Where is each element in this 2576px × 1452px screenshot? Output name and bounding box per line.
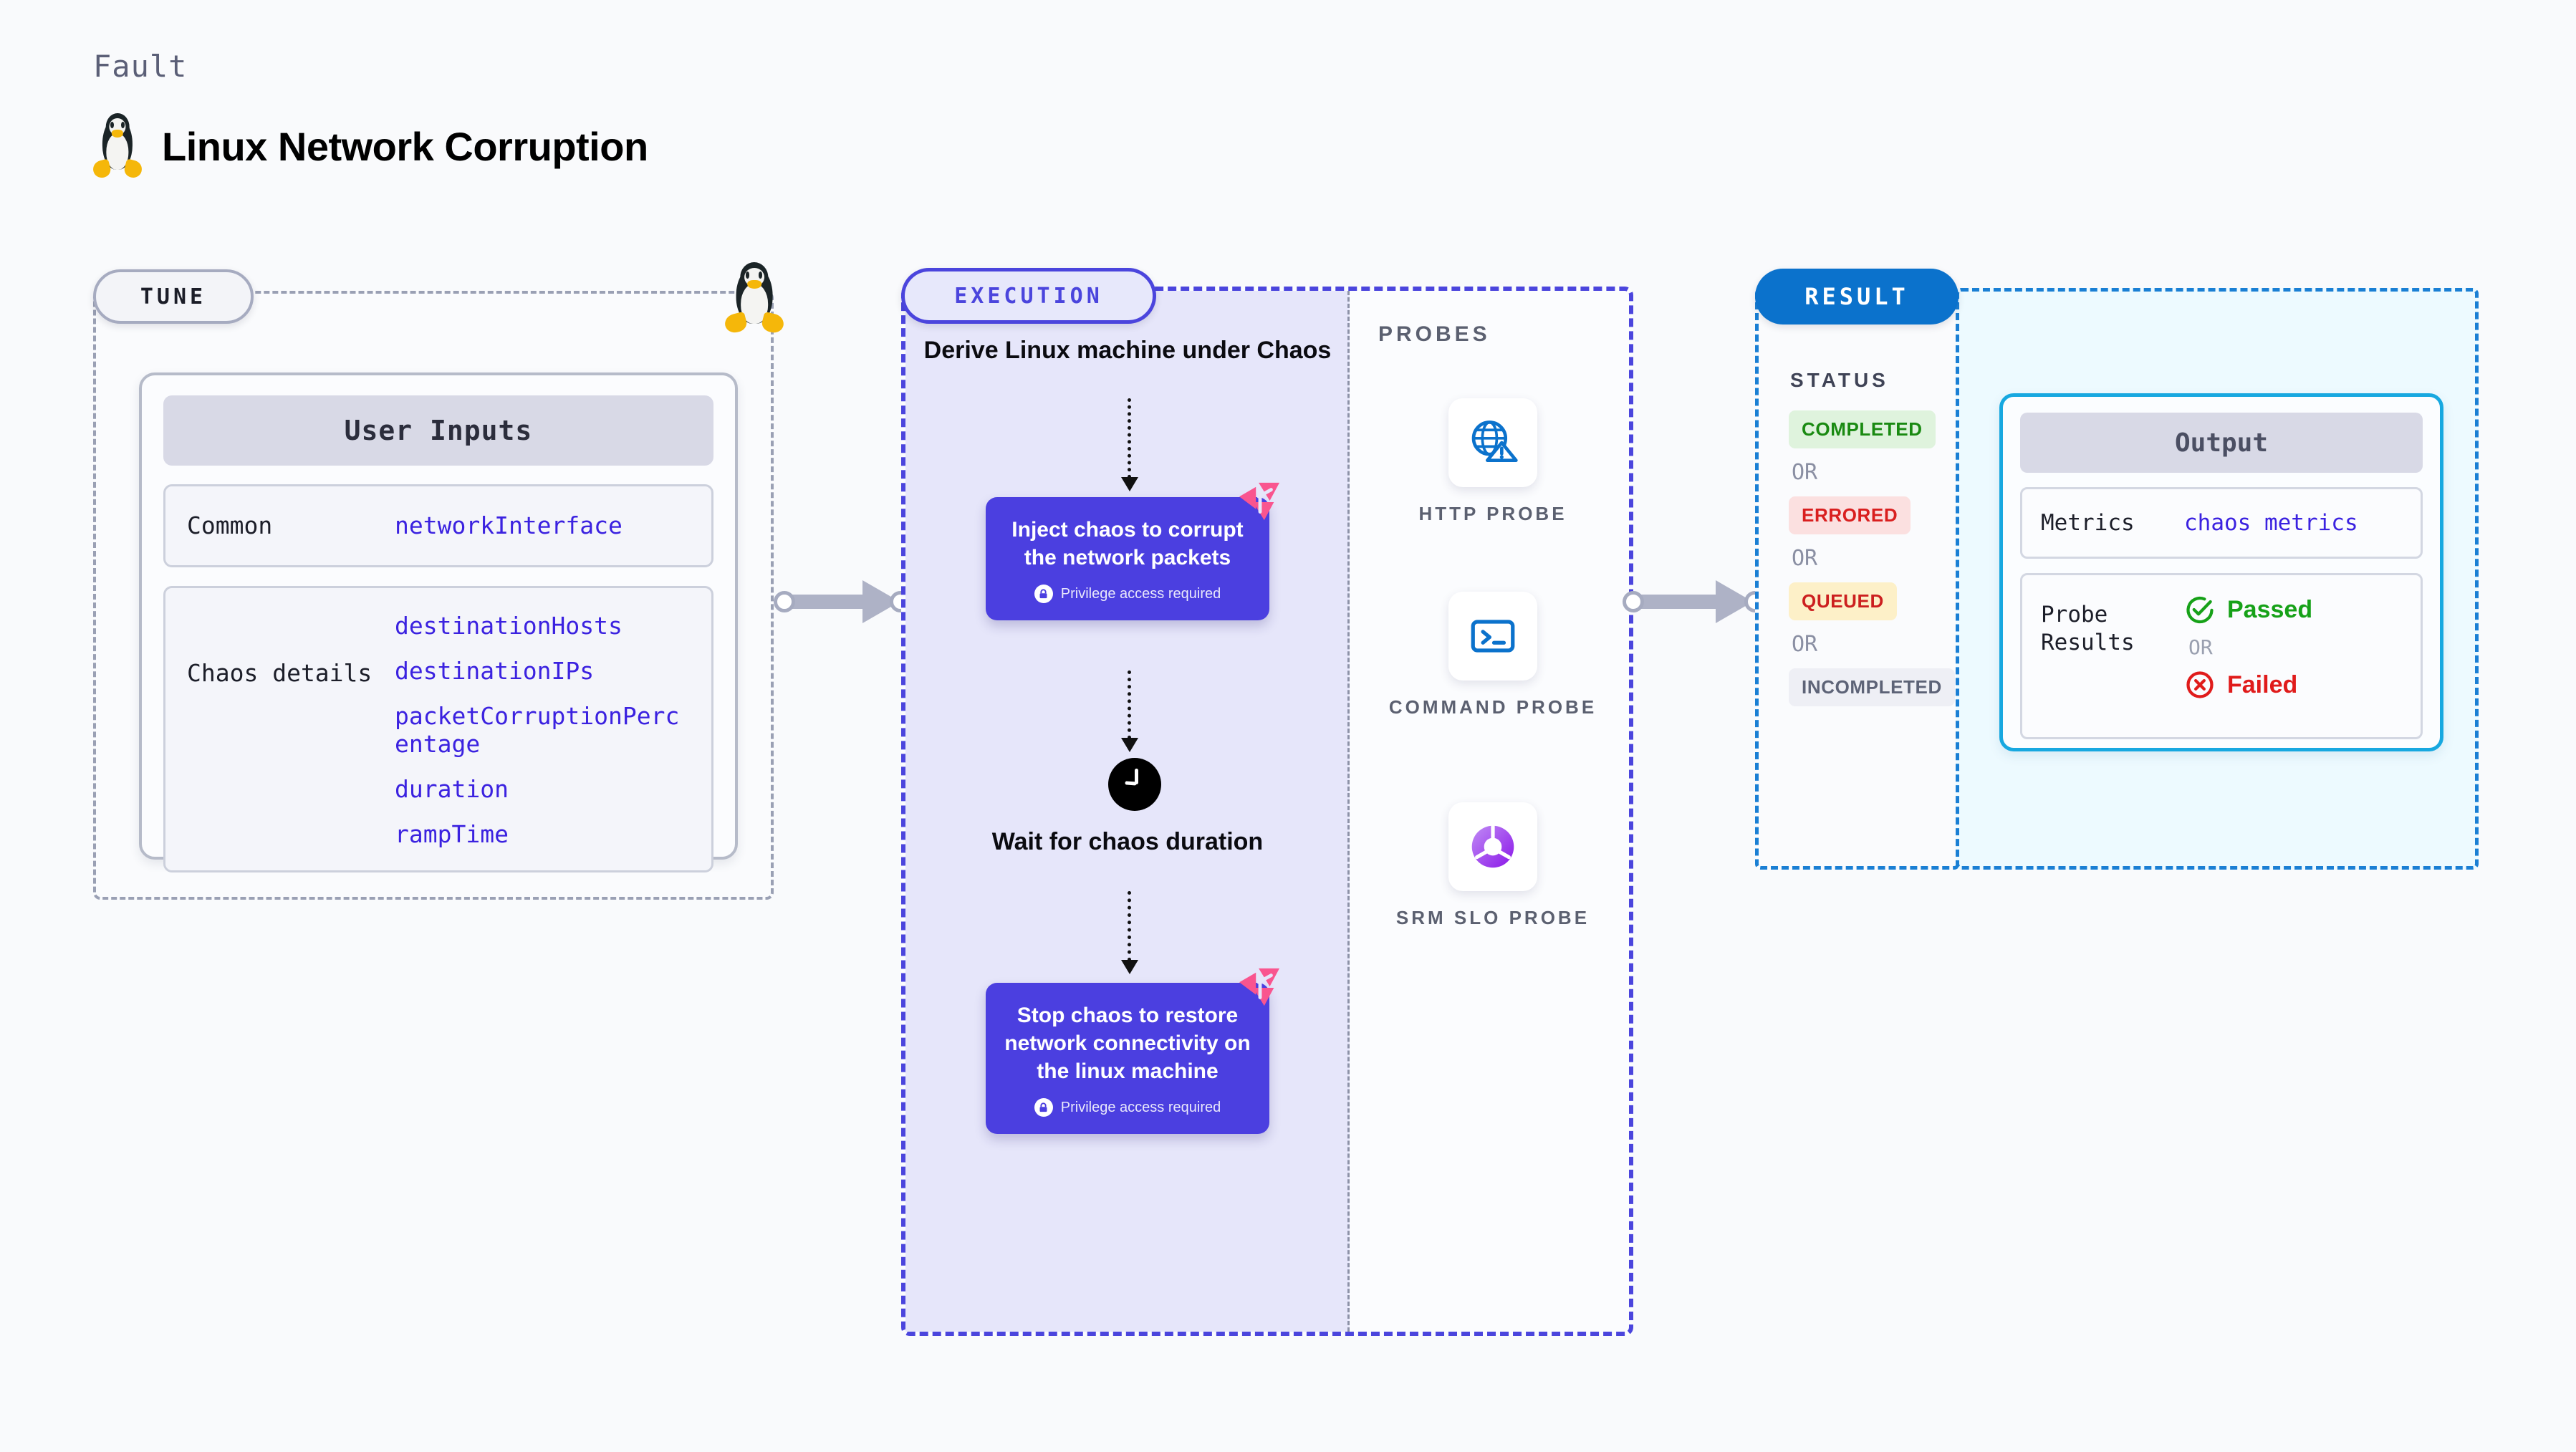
metrics-label: Metrics xyxy=(2041,509,2135,536)
tune-row-label: Common xyxy=(187,511,273,540)
tune-param-ramptime[interactable]: rampTime xyxy=(395,819,509,848)
flow-arrow-1 xyxy=(1121,398,1138,491)
tux-penguin-icon xyxy=(91,113,144,180)
verdict-passed: Passed xyxy=(2184,594,2402,625)
output-card: Output Metrics chaos metrics Probe Resul… xyxy=(1999,393,2443,751)
execution-flow: Derive Linux machine under Chaos Inject … xyxy=(905,291,1350,1332)
probe-command[interactable]: COMMAND PROBE xyxy=(1378,592,1607,721)
privilege-text: Privilege access required xyxy=(1060,1099,1221,1115)
status-or: OR xyxy=(1792,460,1818,485)
tune-param-packetcorruptionpercentage[interactable]: packetCorruptionPercentage xyxy=(395,701,680,758)
tune-param-destinationhosts[interactable]: destinationHosts xyxy=(395,612,623,640)
privilege-note: Privilege access required xyxy=(1001,585,1254,603)
status-badge-incompleted: INCOMPLETED xyxy=(1789,668,1955,706)
tune-row-chaos-details: Chaos details destinationHosts destinati… xyxy=(163,586,713,872)
user-inputs-title: User Inputs xyxy=(163,395,713,466)
metrics-value[interactable]: chaos metrics xyxy=(2184,510,2358,536)
status-badge-completed: COMPLETED xyxy=(1789,410,1936,448)
probe-label: HTTP PROBE xyxy=(1418,503,1567,524)
step-card-text: Inject chaos to corrupt the network pack… xyxy=(1011,518,1244,569)
output-card-title: Output xyxy=(2020,413,2423,473)
probe-tile xyxy=(1448,592,1537,681)
output-row-metrics: Metrics chaos metrics xyxy=(2020,487,2423,559)
tune-row-label: Chaos details xyxy=(187,659,373,687)
probes-section-label: PROBES xyxy=(1378,322,1491,346)
tune-param-networkinterface[interactable]: networkInterface xyxy=(395,511,623,539)
check-circle-icon xyxy=(2186,596,2214,624)
step-inject-chaos-card[interactable]: Inject chaos to corrupt the network pack… xyxy=(986,482,1280,620)
execution-pill[interactable]: EXECUTION xyxy=(901,268,1156,324)
lock-icon xyxy=(1034,585,1053,603)
probe-tile xyxy=(1448,802,1537,891)
step-wait-for-chaos-duration: Wait for chaos duration xyxy=(991,828,1264,855)
passed-label: Passed xyxy=(2227,595,2313,623)
output-row-probe-results: Probe Results Passed OR xyxy=(2020,573,2423,739)
privilege-text: Privilege access required xyxy=(1060,585,1221,602)
clock-icon xyxy=(1108,758,1161,811)
probe-label: SRM SLO PROBE xyxy=(1395,907,1590,928)
chaos-ribbon-icon xyxy=(1239,482,1280,521)
failed-label: Failed xyxy=(2227,670,2298,698)
result-pill[interactable]: RESULT xyxy=(1755,269,1959,324)
tune-panel: User Inputs Common networkInterface Chao… xyxy=(93,291,774,900)
terminal-prompt-icon xyxy=(1471,620,1515,653)
probe-label: COMMAND PROBE xyxy=(1388,696,1597,718)
privilege-note: Privilege access required xyxy=(1001,1098,1254,1117)
verdict-failed: Failed xyxy=(2184,669,2402,701)
verdict-or: OR xyxy=(2188,635,2213,659)
arrow-execution-to-result xyxy=(1623,580,1766,623)
status-label: STATUS xyxy=(1790,369,1889,391)
lock-icon xyxy=(1034,1098,1053,1117)
step-derive-linux-machine: Derive Linux machine under Chaos xyxy=(923,337,1332,364)
result-output-panel: Output Metrics chaos metrics Probe Resul… xyxy=(1956,288,2479,870)
flow-arrow-2 xyxy=(1121,670,1138,752)
probe-results-label: Probe Results xyxy=(2041,602,2135,655)
user-inputs-card: User Inputs Common networkInterface Chao… xyxy=(139,372,738,872)
arrow-tune-to-execution xyxy=(774,580,911,623)
status-badge-queued: QUEUED xyxy=(1789,582,1897,620)
status-badge-errored: ERRORED xyxy=(1789,496,1911,534)
probe-http[interactable]: HTTP PROBE xyxy=(1378,398,1607,527)
tune-param-destinationips[interactable]: destinationIPs xyxy=(395,656,595,685)
tux-penguin-icon xyxy=(723,262,786,335)
step-card-text: Stop chaos to restore network connectivi… xyxy=(1004,1004,1251,1083)
tune-pill[interactable]: TUNE xyxy=(93,269,254,324)
page-title: Linux Network Corruption xyxy=(162,123,648,169)
chaos-ribbon-icon xyxy=(1239,968,1280,1006)
page-title-row: Linux Network Corruption xyxy=(91,113,648,180)
status-list: COMPLETED OR ERRORED OR QUEUED OR INCOMP… xyxy=(1789,410,1955,706)
tune-row-common: Common networkInterface xyxy=(163,484,713,567)
tune-param-duration[interactable]: duration xyxy=(395,774,509,803)
execution-panel: PROBES Derive Linux machine under Chaos … xyxy=(901,287,1633,1336)
probe-tile xyxy=(1448,398,1537,487)
probe-srm-slo[interactable]: SRM SLO PROBE xyxy=(1378,802,1607,931)
status-or: OR xyxy=(1792,632,1818,657)
x-circle-icon xyxy=(2186,671,2214,698)
result-status-panel: STATUS COMPLETED OR ERRORED OR QUEUED OR… xyxy=(1755,288,1960,870)
step-stop-chaos-card[interactable]: Stop chaos to restore network connectivi… xyxy=(986,968,1280,1134)
fault-kicker: Fault xyxy=(93,49,188,84)
flow-arrow-3 xyxy=(1121,891,1138,974)
status-or: OR xyxy=(1792,546,1818,571)
globe-warning-icon xyxy=(1471,420,1518,462)
slo-donut-check-icon xyxy=(1471,824,1514,868)
